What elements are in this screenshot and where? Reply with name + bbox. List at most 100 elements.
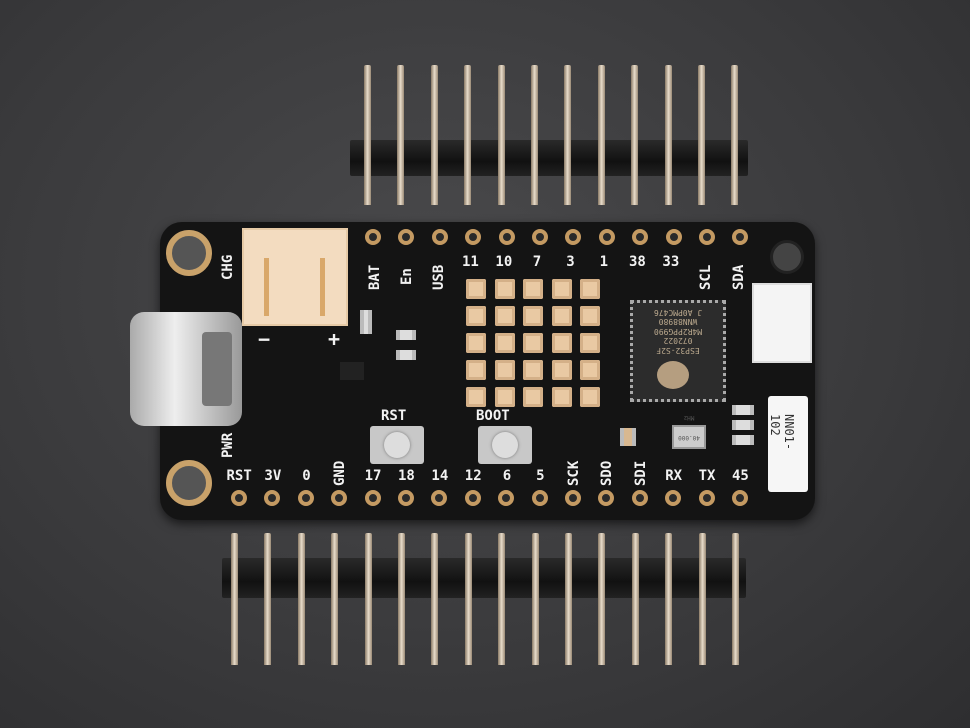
smd-component — [396, 330, 416, 340]
pin-label: 6 — [502, 468, 512, 484]
led-pixel — [580, 360, 600, 380]
pin-label: USB — [431, 264, 447, 290]
header-pad — [297, 490, 314, 506]
header-pin — [464, 65, 472, 205]
usb-c-opening — [202, 332, 232, 406]
header-pad — [465, 229, 482, 245]
header-pin — [631, 533, 639, 665]
pin-label: 12 — [464, 468, 482, 484]
pin-label: SCL — [698, 264, 714, 290]
header-pin — [364, 533, 372, 665]
header-pin — [498, 533, 506, 665]
header-pad — [531, 490, 548, 506]
header-pad — [598, 229, 615, 245]
pin-label: 5 — [536, 468, 545, 484]
led-pixel — [494, 333, 515, 353]
chip-marking: ESP32-S2F 072022 M4R2PPG990 WNN88980 J A… — [637, 307, 719, 355]
pin-label: 10 — [495, 254, 513, 270]
header-pad — [532, 229, 548, 245]
header-pin — [698, 65, 705, 205]
pin-label: 3 — [566, 254, 575, 270]
crystal: 40.000 MHz — [672, 414, 706, 449]
connector-slot — [320, 258, 325, 316]
led-pixel — [551, 387, 572, 407]
header-pin — [231, 533, 238, 665]
polarity-minus: − — [258, 327, 271, 351]
pin-label: 14 — [431, 468, 449, 484]
header-pad — [598, 490, 615, 506]
led-pixel — [580, 279, 600, 299]
smd-component — [396, 350, 416, 360]
antenna-text: NN01-102 — [768, 414, 796, 451]
header-pad — [264, 490, 281, 506]
led-pixel — [551, 360, 572, 380]
pin-label: 18 — [398, 468, 415, 484]
header-pad — [631, 490, 648, 506]
header-pad — [431, 229, 448, 245]
usb-c-port[interactable] — [130, 312, 242, 426]
pin-label: GND — [332, 460, 349, 486]
header-pad — [431, 490, 448, 506]
header-pad — [732, 229, 749, 245]
header-pin — [698, 533, 706, 665]
header-pin — [597, 65, 605, 205]
boot-button-label: BOOT — [476, 408, 510, 424]
header-pad — [398, 490, 414, 506]
smd-component — [732, 435, 754, 445]
stemma-qt-connector[interactable] — [752, 283, 812, 363]
header-pad — [331, 490, 348, 506]
led-pixel — [580, 333, 600, 353]
header-pin — [297, 533, 305, 665]
header-plastic — [350, 140, 748, 176]
rst-button-label: RST — [381, 408, 407, 424]
led-pixel — [494, 387, 515, 407]
ic-component — [340, 362, 364, 380]
header-pad — [565, 229, 582, 245]
pin-label: TX — [698, 468, 716, 484]
header-pad — [498, 490, 515, 506]
chip-text-line: M4R2PPG990 — [653, 327, 703, 336]
header-pin — [531, 65, 538, 205]
polarity-plus: + — [328, 327, 341, 351]
header-plastic — [222, 558, 746, 598]
header-pin — [664, 65, 672, 205]
pin-label: SDO — [599, 460, 616, 486]
led-pixel — [523, 333, 543, 353]
pin-label: 33 — [662, 254, 680, 270]
smd-component — [620, 428, 636, 446]
header-pad — [632, 229, 649, 245]
header-pad — [365, 229, 381, 245]
header-pin — [264, 533, 272, 665]
led-pixel — [580, 306, 600, 326]
led-pixel — [523, 387, 543, 407]
led-pixel — [551, 279, 572, 299]
mounting-hole — [770, 240, 804, 274]
pin-label: SDI — [632, 460, 649, 486]
rst-button-cap[interactable] — [384, 432, 410, 458]
pin-label: 45 — [732, 468, 749, 484]
esp32-s2-chip: ESP32-S2F 072022 M4R2PPG990 WNN88980 J A… — [630, 300, 726, 402]
header-pad — [732, 490, 748, 506]
header-pin — [665, 533, 673, 665]
pwr-label: PWR — [220, 432, 236, 458]
header-pin — [397, 65, 405, 205]
led-pixel — [466, 333, 486, 353]
chip-text-line: WNN88980 — [658, 317, 698, 327]
header-pin — [631, 65, 639, 205]
pin-label: 0 — [302, 468, 311, 484]
espressif-logo — [657, 361, 689, 389]
pin-label: En — [399, 268, 415, 285]
led-pixel — [466, 387, 486, 407]
mounting-hole — [166, 460, 212, 506]
chg-label: CHG — [220, 254, 236, 280]
led-pixel — [494, 306, 515, 326]
header-pin — [430, 65, 438, 205]
pin-label: RST — [226, 468, 252, 484]
rst-button[interactable] — [370, 426, 424, 464]
battery-jst-connector[interactable] — [242, 228, 348, 326]
boot-button-cap[interactable] — [492, 432, 518, 458]
header-pad — [565, 490, 581, 506]
header-pad — [699, 229, 715, 245]
header-pin — [565, 533, 572, 665]
boot-button[interactable] — [478, 426, 532, 464]
